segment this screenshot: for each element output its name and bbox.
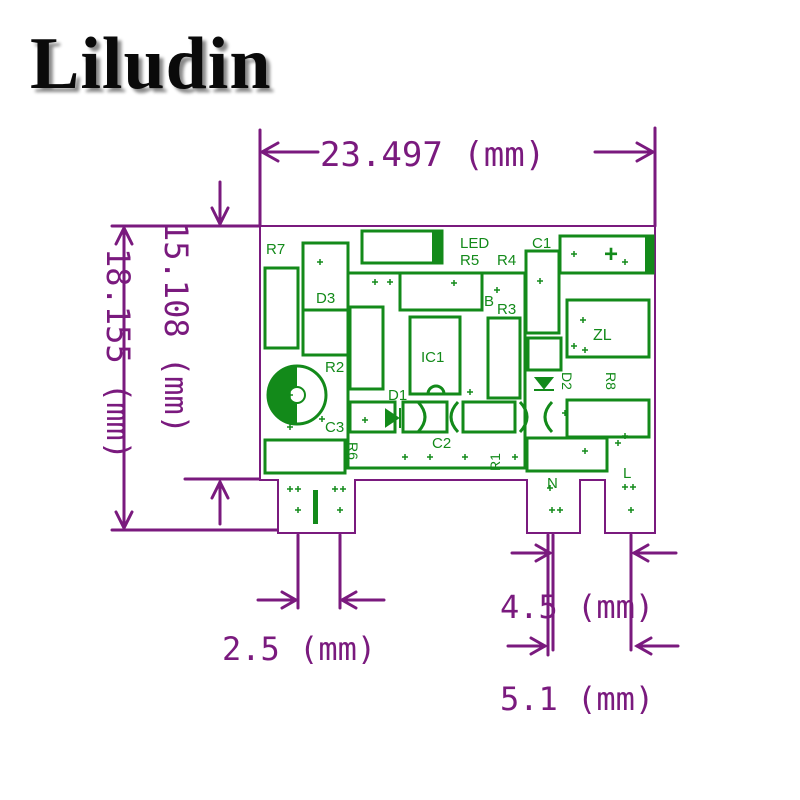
label-ic1: IC1 [421,349,444,366]
label-d2: D2 [559,372,575,390]
label-led: LED [460,235,489,252]
label-c1: C1 [532,235,551,252]
ic1-notch [426,384,446,395]
pin-marker [313,490,318,524]
height-inner-dimension-label: 15.108 (mm) [157,222,195,434]
label-r4: R4 [497,252,516,269]
height-outer-dimension-label: 18.155 (mm) [99,248,137,460]
label-r5: R5 [460,252,479,269]
pin-pitch-left-label: 2.5 (mm) [222,630,376,668]
d1-diode-symbol [385,408,401,428]
board-outline [259,225,656,534]
c2-outline [416,400,554,434]
label-d1: D1 [388,387,407,404]
c3-polarity-fill [268,366,297,424]
label-plus: + [604,241,618,268]
pin-pitch-right-inner-label: 4.5 (mm) [500,588,654,626]
silkscreen-outlines [263,241,651,475]
label-r7: R7 [266,241,285,258]
label-l: L [623,465,631,482]
width-dimension-label: 23.497 (mm) [320,135,545,175]
pad-markers [287,251,636,513]
led-polarity-band [432,231,442,263]
label-r8: R8 [603,372,619,390]
label-r2: R2 [325,359,344,376]
label-d3: D3 [316,290,335,307]
c1-polarity-band [645,236,653,273]
label-zl: ZL [593,327,612,344]
d2-diode-symbol [533,377,555,391]
brand-title: Liludin [30,23,272,105]
label-c3: C3 [325,419,344,436]
label-n: N [547,475,558,492]
label-r3: R3 [497,301,516,318]
label-b: B [484,293,494,310]
label-c2: C2 [432,435,451,452]
label-r1: R1 [487,453,503,471]
label-r6: R6 [345,442,361,460]
pin-pitch-right-outer-label: 5.1 (mm) [500,680,654,718]
